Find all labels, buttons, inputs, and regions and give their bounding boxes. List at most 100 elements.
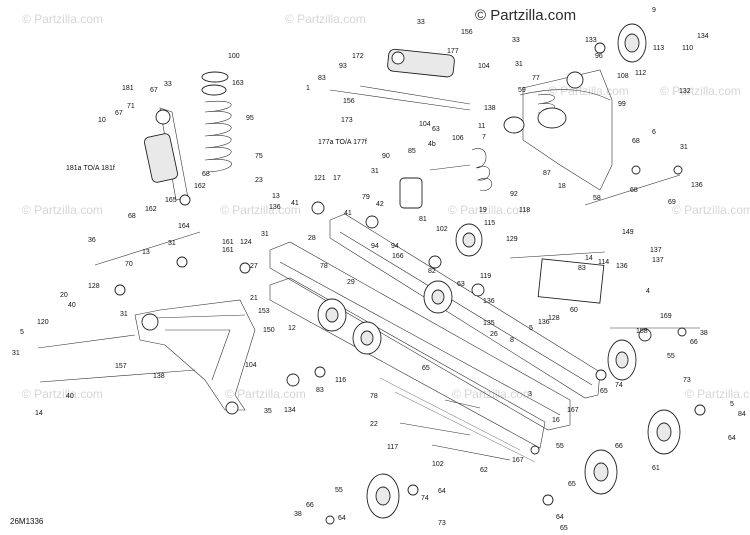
callout-label: 162	[145, 206, 157, 213]
callout-label: 38	[294, 511, 302, 518]
brand-logo: © Partzilla.com	[475, 7, 576, 24]
watermark: © Partzilla.com	[225, 387, 306, 401]
callout-label: 106	[452, 135, 464, 142]
callout-label: 6	[652, 129, 656, 136]
diagram-code: 26M1336	[10, 517, 44, 526]
callout-label: 134	[284, 407, 296, 414]
watermark: © Partzilla.com	[22, 203, 103, 217]
callout-label: 31	[680, 144, 688, 151]
coil-spring	[201, 71, 232, 173]
callout-label: 120	[37, 319, 49, 326]
callout-label: 79	[362, 194, 370, 201]
callout-label: 19	[479, 207, 487, 214]
callout-label: 9	[652, 7, 656, 14]
callout-label: 23	[255, 177, 263, 184]
front-arm	[503, 69, 613, 191]
callout-label: 138	[484, 105, 496, 112]
callout-label: 11	[478, 123, 485, 130]
callout-label: 65	[422, 365, 430, 372]
callout-label: 99	[618, 101, 626, 108]
callout-label: 92	[510, 191, 518, 198]
watermark: © Partzilla.com	[452, 387, 533, 401]
callout-label: 119	[480, 273, 491, 280]
callout-label: 104	[478, 63, 490, 70]
callout-label: 138	[153, 373, 165, 380]
callout-label: 156	[343, 98, 355, 105]
callout-label: 136	[269, 204, 281, 211]
callout-label: 1	[306, 85, 310, 92]
callout-label: 66	[690, 339, 698, 346]
callout-label: 29	[347, 279, 355, 286]
callout-label: 63	[457, 281, 465, 288]
callout-label: 114	[598, 259, 609, 266]
callout-label: 73	[438, 520, 446, 527]
callout-label: 121	[314, 175, 326, 182]
callout-label: 167	[567, 407, 579, 414]
callout-label: 66	[306, 502, 314, 509]
callout-label: 153	[258, 308, 270, 315]
callout-label: 13	[272, 193, 280, 200]
callout-label: 67	[115, 110, 123, 117]
axles	[37, 174, 700, 461]
callout-label: 63	[432, 126, 440, 133]
callout-label: 96	[595, 53, 603, 60]
callout-label: 161	[222, 247, 234, 254]
callout-label: 5	[20, 329, 24, 336]
callout-label: 78	[370, 393, 378, 400]
callout-label: 132	[679, 88, 691, 95]
callout-label: 40	[68, 302, 76, 309]
callout-label: 128	[88, 283, 100, 290]
watermark: © Partzilla.com	[22, 12, 103, 26]
callout-label: 31	[515, 61, 523, 68]
callout-label: 59	[518, 87, 526, 94]
callout-label: 62	[480, 467, 488, 474]
callout-label: 104	[419, 121, 431, 128]
callout-label: 5	[730, 401, 734, 408]
callout-label: 26	[490, 331, 498, 338]
callout-label: 163	[232, 80, 244, 87]
slide-rails	[269, 213, 601, 463]
callout-label: 27	[250, 263, 258, 270]
callout-label: 66	[615, 443, 623, 450]
callout-label: 95	[246, 115, 254, 122]
callout-label: 41	[344, 210, 352, 217]
callout-label: 33	[164, 81, 172, 88]
callout-label: 173	[341, 117, 353, 124]
callout-label: 70	[125, 261, 133, 268]
callout-layer: 9 33 156 33 31 77 172 177 93 133 96 132 …	[12, 7, 746, 532]
callout-label: 136	[691, 182, 703, 189]
callout-label: 166	[392, 253, 404, 260]
idler-wheels	[366, 339, 681, 519]
callout-label: 110	[682, 45, 693, 52]
callout-label: 134	[697, 33, 709, 40]
hardware	[114, 165, 706, 525]
callout-label: 55	[556, 443, 564, 450]
callout-label: 33	[512, 37, 520, 44]
watermark: © Partzilla.com	[285, 12, 366, 26]
callout-label: 165	[165, 197, 177, 204]
callout-label: 83	[578, 265, 586, 272]
watermark: © Partzilla.com	[22, 387, 103, 401]
callout-label: 78	[320, 263, 328, 270]
callout-label: 83	[318, 75, 326, 82]
front-shock-absorber	[329, 48, 471, 111]
callout-label: 115	[484, 220, 495, 227]
callout-label: 137	[652, 257, 664, 264]
callout-label: 81	[419, 216, 427, 223]
callout-label: 129	[506, 236, 518, 243]
callout-label: 167	[512, 457, 524, 464]
callout-label: 75	[255, 153, 263, 160]
callout-label: 102	[436, 226, 448, 233]
callout-label: 74	[615, 382, 623, 389]
callout-label: 10	[98, 117, 106, 124]
callout-label: 28	[308, 235, 316, 242]
callout-label: 16	[552, 417, 560, 424]
callout-label: 64	[338, 515, 346, 522]
callout-label: 90	[382, 153, 390, 160]
callout-label: 7	[482, 134, 486, 141]
callout-label: 40	[66, 393, 74, 400]
rear-linkage	[134, 299, 300, 415]
top-idler-wheel	[594, 23, 647, 63]
callout-label: 58	[593, 195, 601, 202]
callout-label: 136	[483, 298, 495, 305]
